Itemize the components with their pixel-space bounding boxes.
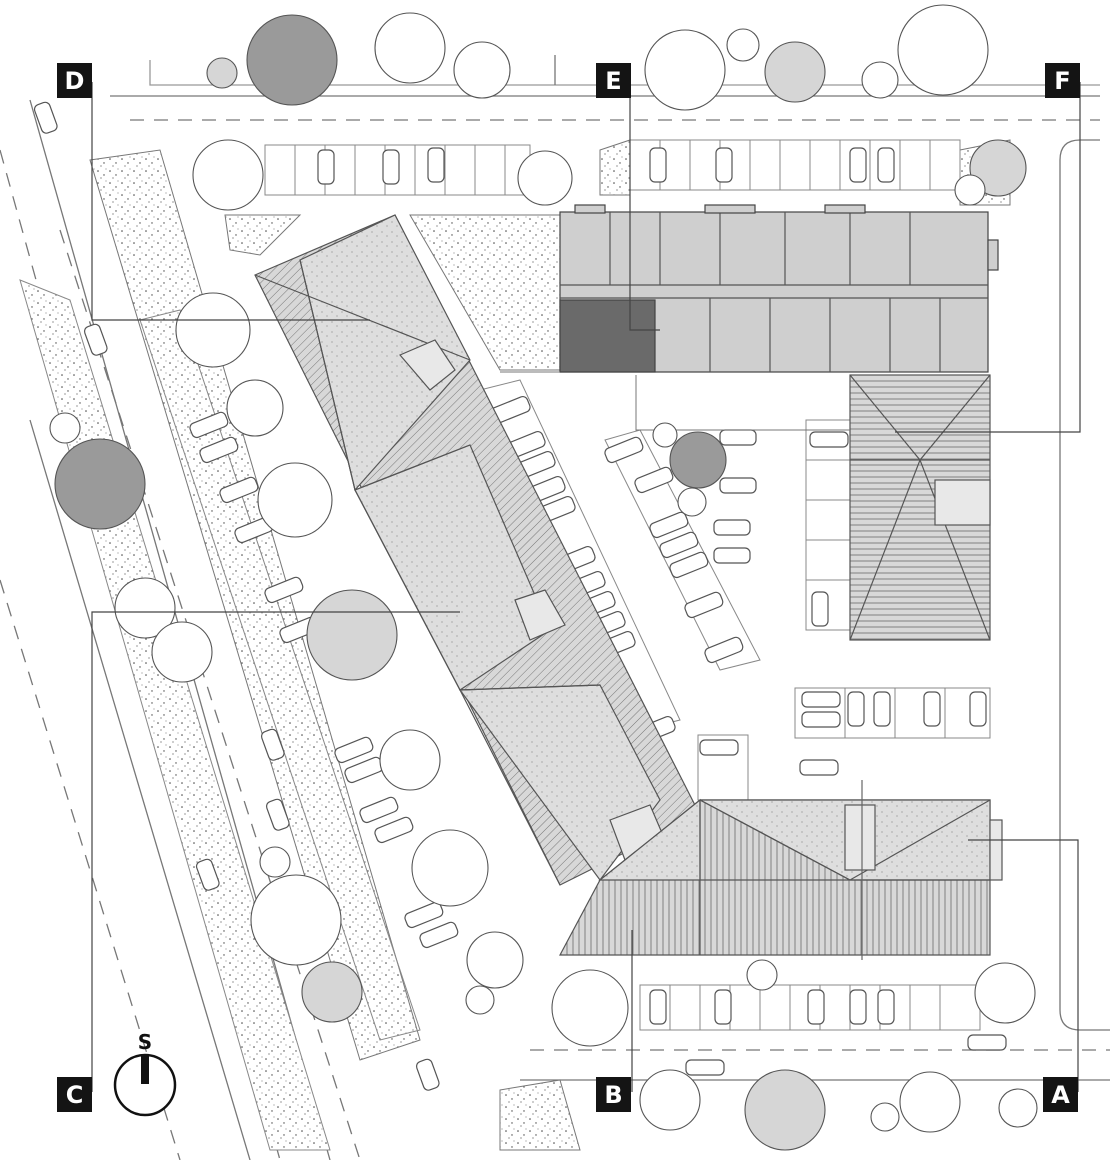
top-building-floorplan [559,204,999,373]
section-marker-f: F [1045,63,1080,98]
section-marker-b: B [596,1077,631,1112]
section-marker-d: D [57,63,92,98]
section-marker-c-label: C [66,1081,84,1109]
diagonal-building-roof [254,214,701,886]
section-marker-a: A [1043,1077,1078,1112]
courtyard-outline [500,371,850,431]
section-lines [91,82,1081,1092]
section-marker-e: E [596,63,631,98]
section-marker-a-label: A [1051,1081,1070,1109]
compass-label: S [138,1030,152,1054]
right-building-roof [849,374,991,641]
section-marker-f-label: F [1054,67,1070,95]
compass-icon: S [113,1030,177,1117]
section-marker-b-label: B [604,1081,622,1109]
trees [49,4,1038,1151]
section-marker-d-label: D [65,67,85,95]
bottom-building-roof [559,798,1003,956]
section-marker-c: C [57,1077,92,1112]
section-marker-e-label: E [605,67,621,95]
